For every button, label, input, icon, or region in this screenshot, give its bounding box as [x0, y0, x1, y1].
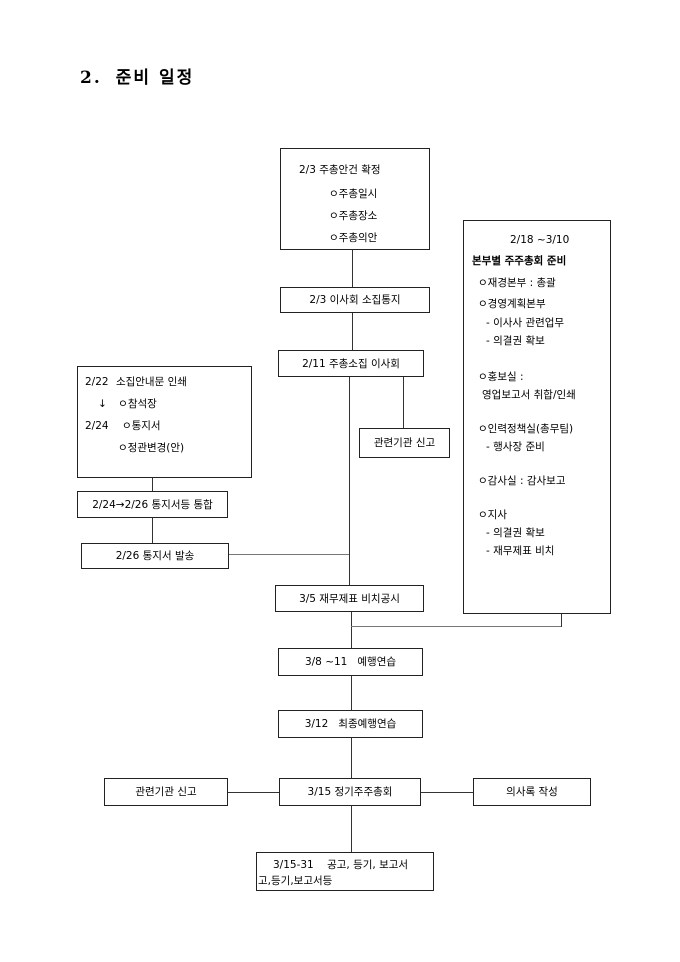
connector-line — [352, 250, 353, 287]
connector-line — [351, 612, 352, 648]
agm-text: 3/15 정기주주총회 — [307, 786, 393, 798]
financial-disclosure-text: 3/5 재무제표 비치공시 — [299, 592, 400, 605]
connector-line — [352, 313, 353, 350]
connector-line — [351, 626, 562, 627]
dept-sub: - 재무제표 비치 — [486, 545, 555, 557]
connector-line — [351, 676, 352, 710]
send-notice-text: 2/26 통지서 발송 — [115, 550, 195, 562]
section-number: 2. — [80, 68, 102, 88]
dept-section: ㅇ홍보실 : — [478, 371, 524, 383]
dept-sub: 영업보고서 취합/인쇄 — [482, 389, 576, 401]
agency-report-box-2: 관련기관 신고 — [104, 778, 228, 806]
post-line-2: 고,등기,보고서등 — [258, 875, 333, 887]
print-date: 2/22 — [85, 376, 109, 388]
agenda-confirm-box: 2/3 주총안건 확정 ㅇ주총일시 ㅇ주총장소 ㅇ주총의안 — [280, 148, 430, 250]
connector-line — [229, 554, 349, 555]
connector-line — [152, 518, 153, 543]
connector-line — [351, 738, 352, 778]
dept-period: 2/18 ~3/10 — [510, 234, 570, 246]
agency-report-text-1: 관련기관 신고 — [373, 437, 436, 449]
dept-section: ㅇ감사실 : 감사보고 — [478, 475, 566, 487]
agenda-item: ㅇ주총일시 — [329, 188, 378, 200]
connector-line — [349, 377, 350, 585]
print-notice-box: 2/22 소집안내문 인쇄 ↓ ㅇ참석장 2/24 ㅇ통지서 ㅇ정관변경(안) — [77, 366, 252, 478]
agenda-item: ㅇ주총장소 — [329, 210, 378, 222]
dept-sub: - 이사사 관련업무 — [486, 317, 565, 329]
board-meeting-text: 2/11 주총소집 이사회 — [302, 357, 400, 370]
financial-disclosure-box: 3/5 재무제표 비치공시 — [275, 585, 424, 612]
print-item: ㅇ정관변경(안) — [118, 442, 185, 454]
connector-line — [351, 806, 352, 852]
board-notice-box: 2/3 이사회 소집통지 — [280, 287, 430, 313]
print-item: ㅇ통지서 — [121, 420, 161, 432]
section-title: 2. 준비 일정 — [80, 63, 194, 88]
dept-section: ㅇ재경본부 : 총괄 — [478, 277, 556, 289]
merge-box: 2/24→2/26 통지서등 통합 — [77, 491, 228, 518]
rehearsal-box: 3/8 ~11 예행연습 — [278, 648, 423, 676]
board-meeting-box: 2/11 주총소집 이사회 — [278, 350, 424, 377]
board-notice-text: 2/3 이사회 소집통지 — [309, 294, 401, 306]
dept-section: ㅇ인력정책실(총무팀) — [478, 423, 574, 435]
agency-report-box-1: 관련기관 신고 — [359, 428, 450, 458]
final-rehearsal-box: 3/12 최종예행연습 — [278, 710, 423, 738]
dept-prep-box: 2/18 ~3/10 본부별 주주총회 준비 ㅇ재경본부 : 총괄 ㅇ경영계획본… — [463, 220, 611, 614]
connector-line — [561, 614, 562, 627]
dept-section: ㅇ지사 — [478, 509, 507, 521]
send-notice-box: 2/26 통지서 발송 — [81, 543, 229, 569]
arrow-down-icon: ↓ — [98, 398, 107, 410]
rehearsal-text: 3/8 ~11 예행연습 — [304, 656, 397, 668]
connector-line — [421, 792, 473, 793]
connector-line — [228, 792, 279, 793]
minutes-box: 의사록 작성 — [473, 778, 591, 806]
connector-line — [152, 478, 153, 491]
post-line-1: 3/15-31 공고, 등기, 보고서 — [273, 859, 409, 871]
agm-box: 3/15 정기주주총회 — [279, 778, 421, 806]
agency-report-text-2: 관련기관 신고 — [135, 786, 197, 798]
print-date: 2/24 — [85, 420, 109, 432]
dept-section: ㅇ경영계획본부 — [478, 298, 546, 310]
section-title-text: 준비 일정 — [115, 68, 195, 88]
minutes-text: 의사록 작성 — [506, 786, 558, 798]
print-item: ㅇ참석장 — [118, 398, 157, 410]
dept-sub: - 행사장 준비 — [486, 441, 545, 453]
dept-sub: - 의결권 확보 — [486, 527, 545, 539]
dept-heading: 본부별 주주총회 준비 — [472, 255, 567, 267]
final-rehearsal-text: 3/12 최종예행연습 — [304, 718, 397, 730]
agenda-item: ㅇ주총의안 — [329, 232, 378, 244]
post-meeting-box: 3/15-31 공고, 등기, 보고서 고,등기,보고서등 — [256, 852, 434, 891]
connector-line — [403, 377, 404, 428]
dept-sub: - 의결권 확보 — [486, 335, 545, 347]
print-title: 소집안내문 인쇄 — [115, 376, 187, 388]
agenda-heading: 2/3 주총안건 확정 — [299, 164, 381, 176]
merge-text: 2/24→2/26 통지서등 통합 — [92, 498, 213, 511]
